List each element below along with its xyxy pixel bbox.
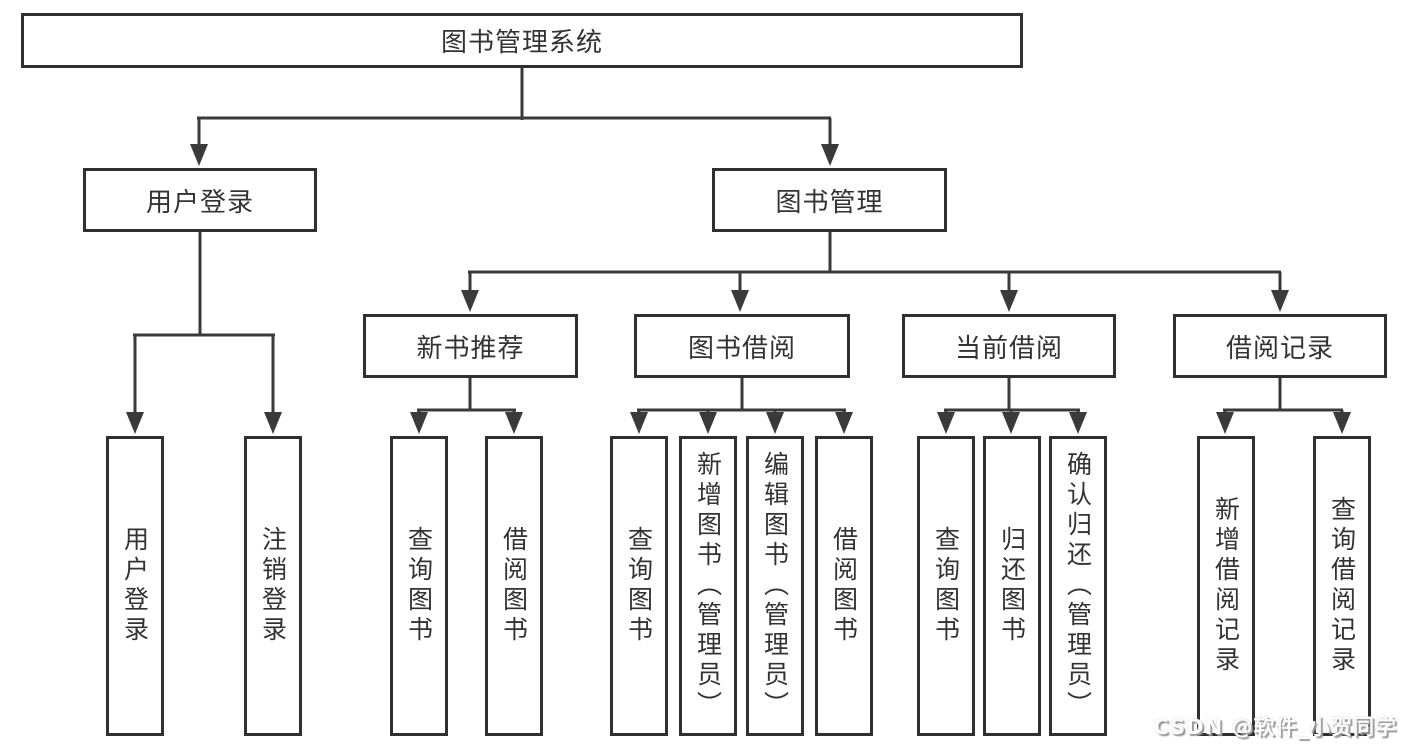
- node-label: 图书管理系统: [440, 28, 603, 58]
- leaf-label: 新增借阅记录: [1211, 496, 1241, 676]
- leaf-label: 编辑图书（管理员）: [760, 451, 790, 721]
- leaf-label: 借阅图书: [499, 526, 529, 646]
- node-book-management: 图书管理: [712, 168, 947, 232]
- leaf-query-books-1: 查询图书: [390, 436, 448, 736]
- node-library-management-system: 图书管理系统: [21, 13, 1023, 68]
- leaf-label: 新增图书（管理员）: [693, 451, 723, 721]
- leaf-borrow-books-1: 借阅图书: [485, 436, 543, 736]
- node-current-borrowing: 当前借阅: [902, 314, 1116, 378]
- leaf-query-books-3: 查询图书: [917, 436, 975, 736]
- leaf-edit-book-admin: 编辑图书（管理员）: [746, 436, 804, 736]
- leaf-return-book: 归还图书: [983, 436, 1041, 736]
- node-label: 图书管理: [775, 187, 884, 218]
- node-label: 新书推荐: [416, 333, 525, 364]
- node-new-book-recommend: 新书推荐: [363, 314, 578, 378]
- leaf-label: 查询图书: [931, 526, 961, 646]
- node-label: 借阅记录: [1225, 333, 1334, 364]
- leaf-label: 注销登录: [258, 526, 288, 646]
- node-user-login: 用户登录: [83, 168, 317, 232]
- leaf-label: 用户登录: [120, 526, 150, 646]
- node-label: 图书借阅: [687, 333, 796, 364]
- node-label: 用户登录: [145, 187, 254, 218]
- leaf-label: 查询借阅记录: [1327, 496, 1357, 676]
- leaf-logout: 注销登录: [244, 436, 302, 736]
- leaf-add-book-admin: 新增图书（管理员）: [679, 436, 737, 736]
- node-borrowing-records: 借阅记录: [1173, 314, 1387, 378]
- leaf-label: 查询图书: [624, 526, 654, 646]
- leaf-user-login: 用户登录: [106, 436, 164, 736]
- leaf-query-borrow-record: 查询借阅记录: [1313, 436, 1371, 736]
- leaf-label: 借阅图书: [829, 526, 859, 646]
- leaf-borrow-books-2: 借阅图书: [815, 436, 873, 736]
- leaf-label: 确认归还（管理员）: [1063, 451, 1093, 721]
- node-label: 当前借阅: [954, 333, 1063, 364]
- node-book-borrowing: 图书借阅: [634, 314, 850, 378]
- leaf-confirm-return-admin: 确认归还（管理员）: [1049, 436, 1107, 736]
- leaf-label: 归还图书: [997, 526, 1027, 646]
- leaf-label: 查询图书: [404, 526, 434, 646]
- csdn-watermark: CSDN @软件_小贺同学: [1153, 715, 1397, 739]
- leaf-add-borrow-record: 新增借阅记录: [1197, 436, 1255, 736]
- leaf-query-books-2: 查询图书: [610, 436, 668, 736]
